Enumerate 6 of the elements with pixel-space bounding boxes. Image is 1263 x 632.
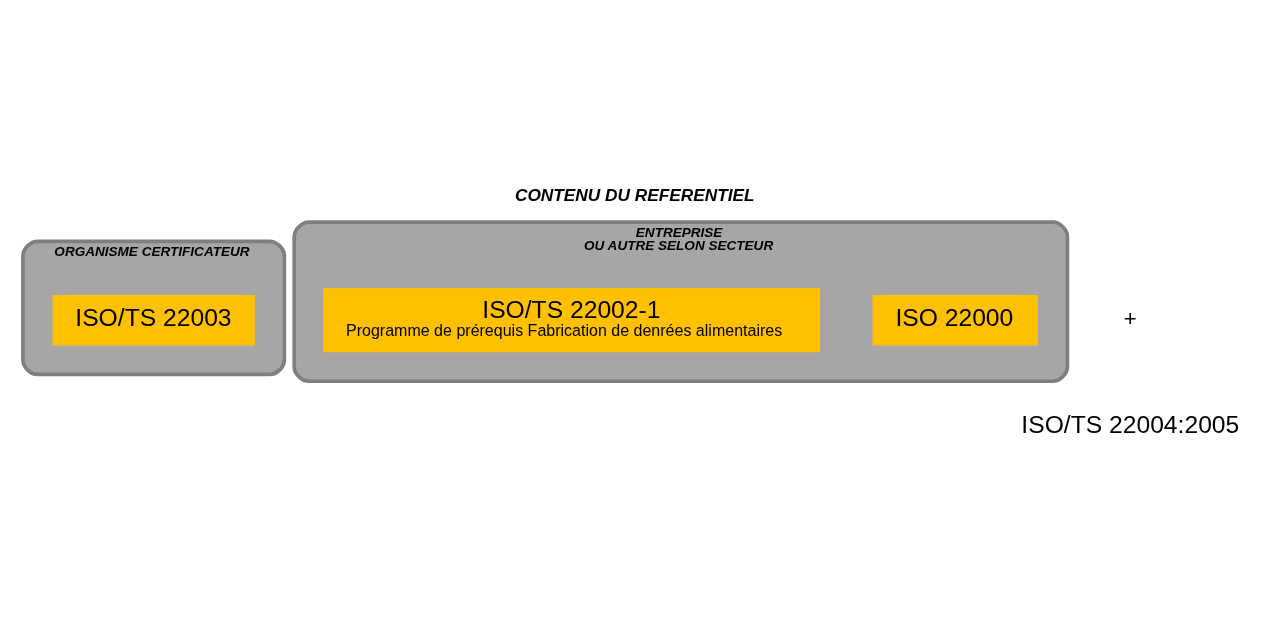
node-box: ISO/TS 22003 (52, 294, 255, 345)
label: ISO/TS 22004:2005 (1021, 410, 1240, 438)
diagram-title: CONTENU DU REFERENTIEL (514, 184, 755, 205)
node-box: ISO 22000 (872, 294, 1038, 345)
label: + (1123, 305, 1137, 331)
node-box: ISO/TS 22002-1 Programme de prérequis Fabrication de denrées alimentaires (323, 287, 821, 352)
